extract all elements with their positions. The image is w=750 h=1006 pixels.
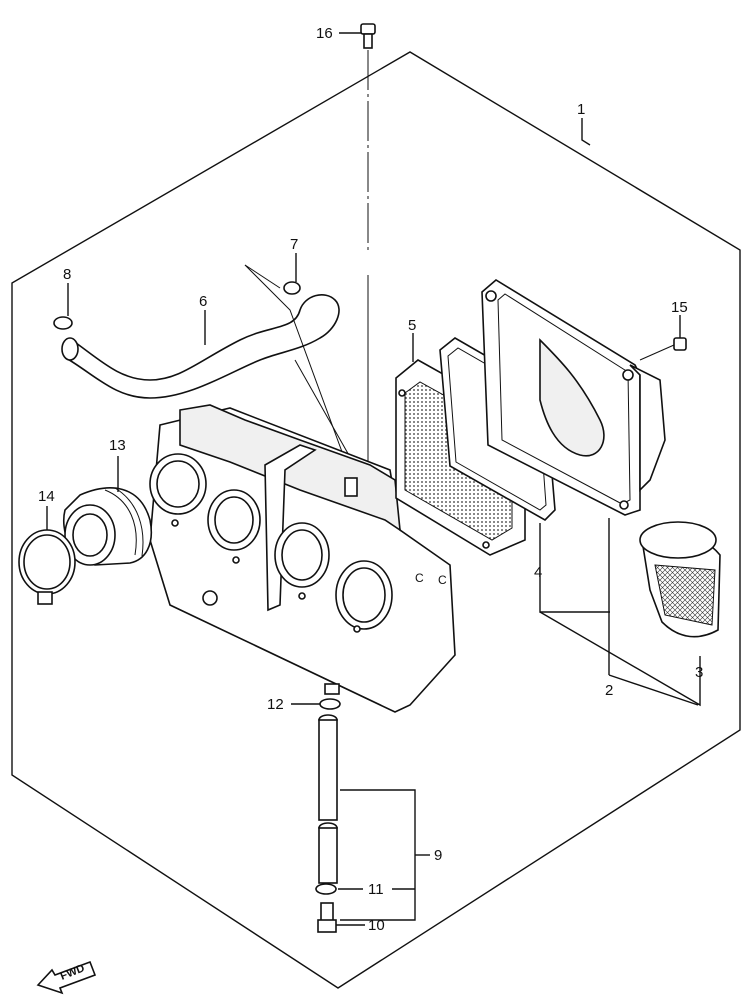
callout-11: 11 — [368, 881, 384, 898]
callout-1: 1 — [577, 101, 585, 118]
svg-text:C: C — [438, 573, 447, 587]
hose-leader — [244, 264, 346, 461]
callout-4: 4 — [534, 564, 542, 581]
assembly-outline — [11, 51, 741, 989]
part-16-bolt — [339, 23, 376, 470]
callout-2: 2 — [605, 682, 613, 699]
part-8-clip — [53, 283, 73, 330]
callout-10: 10 — [368, 917, 385, 934]
hose-leader-2 — [244, 264, 281, 289]
part-9-drain-hose — [318, 714, 430, 921]
part-11-clip — [315, 883, 415, 895]
air-cleaner-box: C C — [149, 404, 456, 713]
part-14-clamp — [18, 506, 76, 605]
callout-6: 6 — [199, 293, 207, 310]
part-13-sleeve — [63, 456, 152, 566]
part-15-screw — [639, 315, 687, 361]
part-3-funnel — [539, 521, 721, 707]
callout-16: 16 — [316, 25, 333, 42]
callout-3: 3 — [695, 664, 703, 681]
callout-8: 8 — [63, 266, 71, 283]
callout-7: 7 — [290, 236, 298, 253]
leader-2-bottom — [608, 674, 699, 706]
callout-13: 13 — [109, 437, 126, 454]
svg-text:C: C — [415, 571, 424, 585]
part-10-plug — [317, 902, 365, 933]
callout-15: 15 — [671, 299, 688, 316]
fwd-arrow-icon: FWD — [36, 960, 97, 995]
callout-12: 12 — [267, 696, 284, 713]
part-7-clip — [283, 253, 301, 295]
callout-14: 14 — [38, 488, 55, 505]
callout-9: 9 — [434, 847, 442, 864]
part-1-leader — [581, 118, 591, 146]
callout-5: 5 — [408, 317, 416, 334]
part-6-hose — [61, 294, 340, 399]
part-12-clip — [291, 698, 341, 710]
part-2-cover — [481, 279, 666, 675]
